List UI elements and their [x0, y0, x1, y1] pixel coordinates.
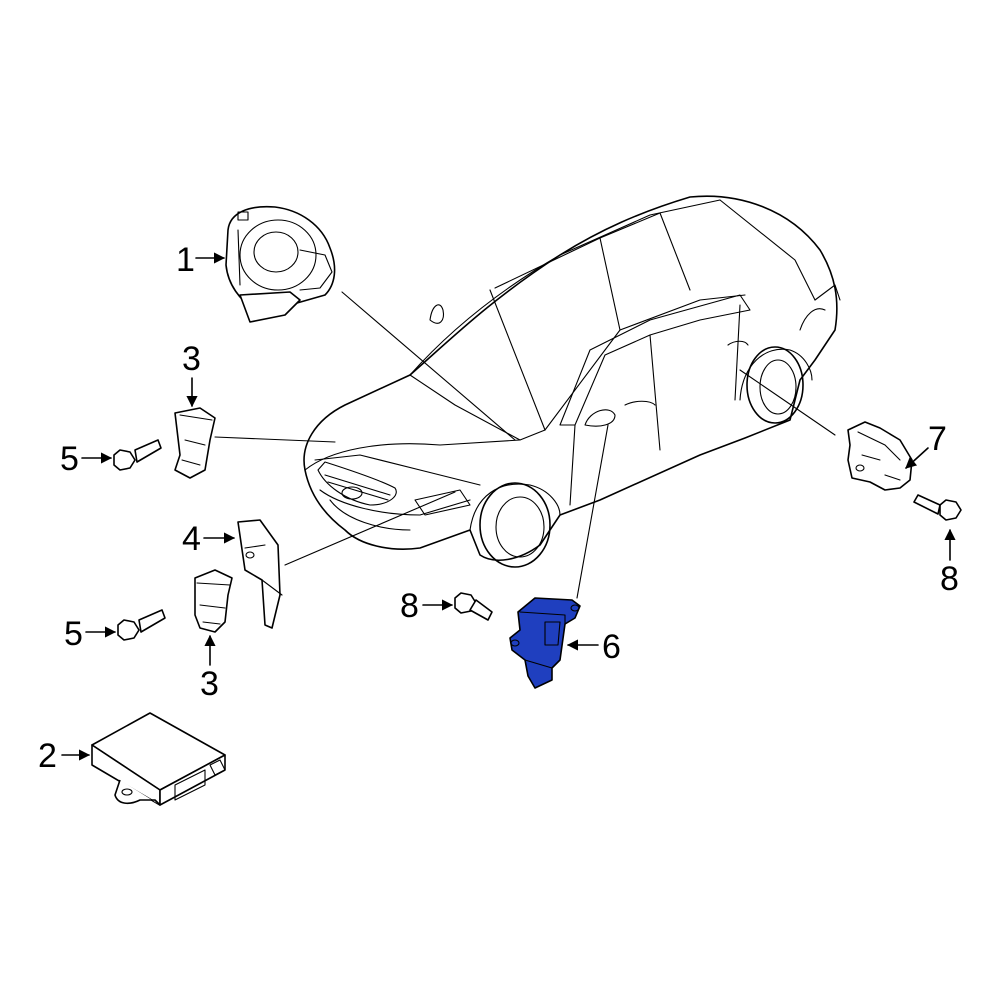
callout-8-right: 8 [940, 560, 959, 598]
part-3-sensor-upper [174, 407, 216, 479]
callout-7: 7 [928, 420, 947, 458]
part-1-clock-spring [225, 205, 336, 323]
callout-4: 4 [182, 520, 201, 558]
part-3-sensor-lower [194, 569, 233, 633]
part-7-sensor-bracket [847, 421, 913, 491]
callout-6: 6 [602, 628, 621, 666]
callout-8-left: 8 [400, 587, 419, 625]
part-5-bolt-upper [113, 439, 162, 471]
part-6-sensor-highlighted[interactable] [509, 597, 581, 689]
part-2-airbag-module [91, 712, 226, 806]
car-illustration [303, 195, 841, 568]
callout-5-lower: 5 [64, 615, 83, 653]
callout-2: 2 [38, 737, 57, 775]
callout-3-lower: 3 [200, 665, 219, 703]
part-8-bolt-left [454, 592, 493, 621]
callout-3-upper: 3 [182, 340, 201, 378]
callout-labels: 1 3 5 4 5 3 2 8 6 7 8 [38, 241, 959, 775]
part-5-bolt-lower [117, 609, 166, 641]
callout-arrows [61, 252, 956, 761]
part-4-bracket [237, 519, 283, 629]
callout-1: 1 [176, 241, 195, 279]
callout-5-upper: 5 [60, 440, 79, 478]
leader-lines [214, 291, 836, 599]
part-8-bolt-right [913, 494, 962, 521]
